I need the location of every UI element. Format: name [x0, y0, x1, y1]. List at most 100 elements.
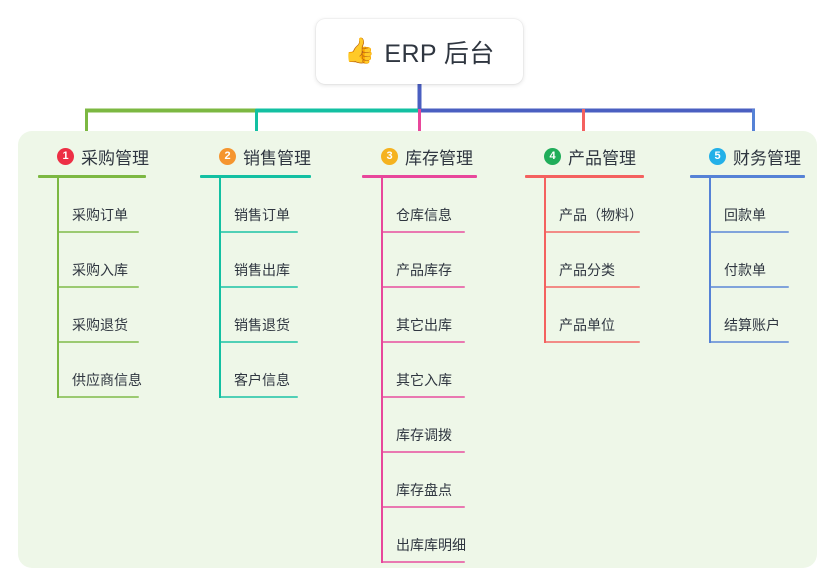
branch-header-rule — [690, 175, 805, 178]
branch-item-label: 采购退货 — [72, 317, 128, 333]
branch-item-rule — [709, 341, 789, 343]
branch-item-label: 回款单 — [724, 207, 766, 223]
branch-item-rule — [219, 231, 298, 233]
branch-spine — [709, 178, 711, 343]
branch-spine — [381, 178, 383, 563]
branch-column-4: 4 产品管理产品（物料） 产品分类产品单位 — [525, 143, 665, 343]
branch-item[interactable]: 结算账户 — [690, 288, 815, 343]
branch-item-list: 销售订单销售出库销售退货客户信息 — [200, 178, 325, 398]
branch-header-rule — [525, 175, 644, 178]
branch-item-label: 库存盘点 — [396, 482, 452, 498]
branch-item-rule — [381, 231, 465, 233]
branch-item-list: 产品（物料） 产品分类产品单位 — [525, 178, 665, 343]
branch-column-1: 1 采购管理采购订单采购入库采购退货供应商信息 — [38, 143, 168, 398]
branch-item[interactable]: 库存调拨 — [362, 398, 492, 453]
branch-title: 财务管理 — [733, 148, 801, 168]
branch-item-label: 其它出库 — [396, 317, 452, 333]
branch-item[interactable]: 产品库存 — [362, 233, 492, 288]
branch-item-label: 其它入库 — [396, 372, 452, 388]
branch-item[interactable]: 供应商信息 — [38, 343, 168, 398]
branch-item-rule — [544, 231, 640, 233]
branch-header-rule — [362, 175, 477, 178]
branch-item-rule — [219, 396, 298, 398]
branch-item-label: 产品（物料） — [559, 207, 643, 223]
branch-column-3: 3 库存管理仓库信息产品库存其它出库其它入库库存调拨库存盘点出库库明细 — [362, 143, 492, 563]
root-node[interactable]: 👍 ERP 后台 — [316, 19, 523, 84]
branch-item-rule — [544, 286, 640, 288]
branch-header-5[interactable]: 5 财务管理 — [690, 143, 815, 169]
branch-header-rule — [38, 175, 146, 178]
branch-title: 库存管理 — [405, 148, 473, 168]
branch-number-badge: 2 — [219, 147, 236, 165]
branch-item-rule — [381, 506, 465, 508]
branch-item[interactable]: 其它出库 — [362, 288, 492, 343]
branch-item-label: 产品分类 — [559, 262, 615, 278]
branch-item-rule — [57, 286, 139, 288]
branch-item-label: 产品库存 — [396, 262, 452, 278]
branch-item-label: 出库库明细 — [396, 537, 466, 553]
branch-item-label: 供应商信息 — [72, 372, 142, 388]
branch-item-rule — [544, 341, 640, 343]
branch-item-label: 销售订单 — [234, 207, 290, 223]
branch-item-label: 仓库信息 — [396, 207, 452, 223]
branch-item[interactable]: 销售订单 — [200, 178, 325, 233]
branch-item-rule — [57, 341, 139, 343]
branch-number-badge: 5 — [709, 147, 726, 165]
branch-header-3[interactable]: 3 库存管理 — [362, 143, 492, 169]
branch-item[interactable]: 产品（物料） — [525, 178, 665, 233]
branch-item-list: 回款单付款单结算账户 — [690, 178, 815, 343]
branch-item[interactable]: 出库库明细 — [362, 508, 492, 563]
branch-item-rule — [381, 451, 465, 453]
diagram-panel — [18, 131, 817, 568]
branch-header-2[interactable]: 2 销售管理 — [200, 143, 325, 169]
branch-spine — [544, 178, 546, 343]
branch-title: 采购管理 — [81, 148, 149, 168]
branch-item-rule — [381, 286, 465, 288]
branch-item-label: 采购入库 — [72, 262, 128, 278]
branch-item-rule — [381, 341, 465, 343]
branch-title: 产品管理 — [568, 148, 636, 168]
branch-item-label: 销售退货 — [234, 317, 290, 333]
branch-title: 销售管理 — [243, 148, 311, 168]
branch-spine — [219, 178, 221, 398]
branch-item-label: 付款单 — [724, 262, 766, 278]
branch-item-label: 结算账户 — [724, 317, 780, 333]
branch-item[interactable]: 销售出库 — [200, 233, 325, 288]
branch-item-rule — [709, 231, 789, 233]
branch-header-4[interactable]: 4 产品管理 — [525, 143, 665, 169]
branch-number-badge: 3 — [381, 147, 398, 165]
branch-number-badge: 1 — [57, 147, 74, 165]
branch-item[interactable]: 库存盘点 — [362, 453, 492, 508]
branch-header-rule — [200, 175, 311, 178]
branch-item[interactable]: 销售退货 — [200, 288, 325, 343]
branch-item-list: 采购订单采购入库采购退货供应商信息 — [38, 178, 168, 398]
branch-item[interactable]: 回款单 — [690, 178, 815, 233]
branch-item-rule — [381, 561, 465, 563]
branch-item[interactable]: 客户信息 — [200, 343, 325, 398]
branch-item-rule — [219, 286, 298, 288]
branch-item-label: 客户信息 — [234, 372, 290, 388]
branch-item-label: 销售出库 — [234, 262, 290, 278]
branch-item-rule — [57, 231, 139, 233]
branch-item-rule — [709, 286, 789, 288]
branch-item[interactable]: 采购入库 — [38, 233, 168, 288]
branch-header-1[interactable]: 1 采购管理 — [38, 143, 168, 169]
branch-item[interactable]: 付款单 — [690, 233, 815, 288]
branch-number-badge: 4 — [544, 147, 561, 165]
branch-item[interactable]: 产品分类 — [525, 233, 665, 288]
branch-item-rule — [381, 396, 465, 398]
branch-item-label: 产品单位 — [559, 317, 615, 333]
branch-item-label: 采购订单 — [72, 207, 128, 223]
branch-column-5: 5 财务管理回款单付款单结算账户 — [690, 143, 815, 343]
thumbs-up-icon: 👍 — [344, 37, 376, 65]
branch-item-label: 库存调拨 — [396, 427, 452, 443]
branch-item-rule — [219, 341, 298, 343]
branch-item[interactable]: 产品单位 — [525, 288, 665, 343]
branch-item[interactable]: 仓库信息 — [362, 178, 492, 233]
root-title: ERP 后台 — [384, 39, 495, 68]
branch-item[interactable]: 采购退货 — [38, 288, 168, 343]
branch-item-list: 仓库信息产品库存其它出库其它入库库存调拨库存盘点出库库明细 — [362, 178, 492, 563]
branch-item[interactable]: 其它入库 — [362, 343, 492, 398]
branch-item[interactable]: 采购订单 — [38, 178, 168, 233]
branch-column-2: 2 销售管理销售订单销售出库销售退货客户信息 — [200, 143, 325, 398]
